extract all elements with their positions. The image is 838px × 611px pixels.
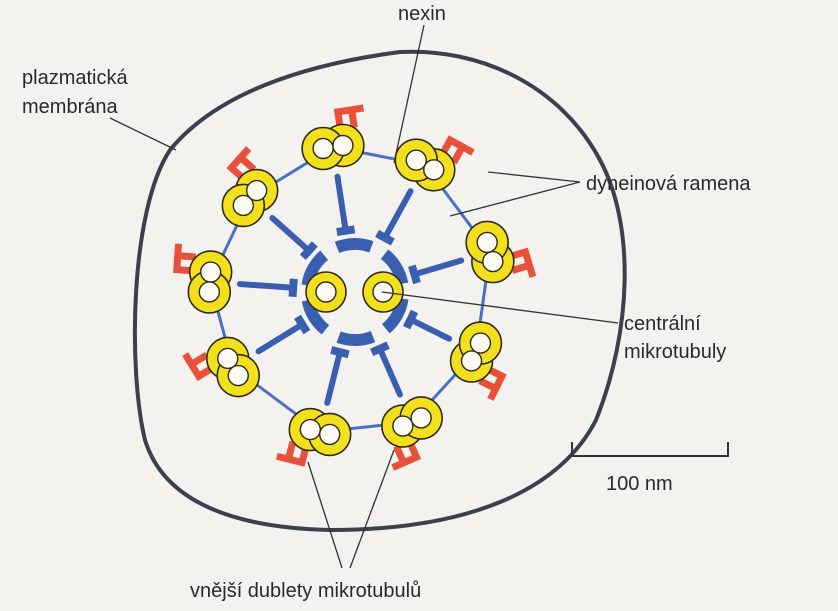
microtubule-a-lumen xyxy=(477,232,497,252)
outer-doublet xyxy=(466,221,514,282)
spoke-head xyxy=(293,279,294,297)
scale-bar xyxy=(572,442,728,456)
label-membrane-line2: membrána xyxy=(22,96,118,118)
radial-spoke xyxy=(411,320,450,339)
radial-spoke xyxy=(327,352,340,403)
label-central-line2: mikrotubuly xyxy=(624,341,726,363)
outer-doublet xyxy=(302,124,364,169)
radial-spoke xyxy=(259,324,303,351)
leader-dynein-2 xyxy=(450,182,580,216)
microtubule-a-lumen xyxy=(320,424,340,444)
microtubule-b-lumen xyxy=(333,135,353,155)
microtubule-a-lumen xyxy=(233,195,253,215)
outer-doublet xyxy=(289,409,350,456)
dynein-arm xyxy=(241,148,254,169)
radial-spoke xyxy=(385,191,411,237)
microtubule-b-lumen xyxy=(393,416,413,436)
radial-spoke xyxy=(240,284,293,288)
central-microtubules-group xyxy=(306,272,403,312)
dynein-arm xyxy=(178,244,196,257)
microtubule-a-lumen xyxy=(199,282,219,302)
outer-doublet xyxy=(207,337,259,396)
dynein-arm xyxy=(512,265,533,277)
dynein-arm xyxy=(454,147,473,163)
label-scale: 100 nm xyxy=(606,473,673,495)
label-membrane-line1: plazmatická xyxy=(22,67,128,89)
spoke-head xyxy=(407,311,415,327)
radial-spokes-group xyxy=(240,177,461,403)
microtubule-a-lumen xyxy=(313,139,333,159)
radial-spoke xyxy=(380,349,400,395)
radial-spoke xyxy=(338,177,346,231)
label-dynein-arms: dyneinová ramena xyxy=(586,173,751,195)
leader-doublets-1 xyxy=(308,462,342,568)
spoke-head xyxy=(337,229,355,232)
microtubule-b-lumen xyxy=(300,420,320,440)
microtubule-b-lumen xyxy=(201,262,221,282)
microtubule-a-lumen xyxy=(470,333,490,353)
dynein-arm xyxy=(185,354,207,364)
central-microtubule-lumen xyxy=(316,282,336,302)
spoke-head xyxy=(377,233,393,242)
microtubule-a-lumen xyxy=(406,150,426,170)
label-outer-doublets: vnější dublety mikrotubulů xyxy=(190,580,421,602)
spoke-head xyxy=(372,345,388,352)
spoke-head xyxy=(331,350,348,354)
radial-spoke xyxy=(272,218,308,251)
microtubule-a-lumen xyxy=(228,366,248,386)
leader-membrane xyxy=(110,118,176,150)
microtubule-b-lumen xyxy=(483,252,503,272)
leader-central xyxy=(382,292,618,323)
microtubule-b-lumen xyxy=(424,160,444,180)
outer-doublet xyxy=(188,251,231,313)
microtubule-b-lumen xyxy=(462,351,482,371)
dynein-arm xyxy=(393,446,404,467)
central-sheath-segment xyxy=(339,337,373,340)
radial-spoke xyxy=(414,261,461,275)
microtubule-a-lumen xyxy=(411,408,431,428)
label-central-line1: centrální xyxy=(624,313,701,335)
dynein-arm xyxy=(277,442,293,459)
leader-dynein-1 xyxy=(488,172,580,182)
dynein-arm xyxy=(480,381,496,400)
leader-doublets-2 xyxy=(350,450,394,568)
outer-doublet xyxy=(382,397,442,447)
spoke-head xyxy=(412,266,417,283)
central-sheath-segment xyxy=(337,244,371,247)
label-nexin: nexin xyxy=(398,3,446,25)
dynein-arm xyxy=(352,108,364,128)
